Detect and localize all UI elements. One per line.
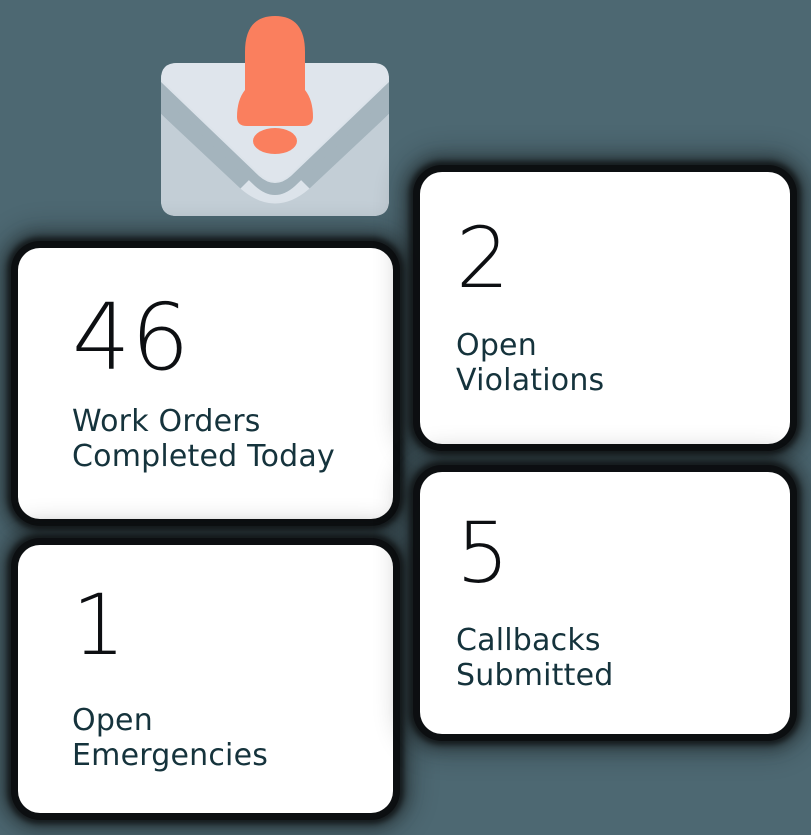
stat-label-line-1: Work Orders (72, 403, 261, 439)
stat-label-line-1: Open (72, 703, 153, 739)
stat-value-open-violations: 2 (456, 209, 510, 308)
stat-card-content: 46 Work Orders Completed Today (18, 248, 393, 519)
bell-clapper (253, 128, 297, 154)
envelope-with-bell-icon (159, 8, 391, 216)
envelope-fold (161, 114, 389, 216)
stat-card-open-violations[interactable]: 2 Open Violations (420, 172, 790, 444)
stat-label-line-2: Violations (456, 363, 605, 399)
stat-value-open-emergencies: 1 (72, 576, 126, 675)
stat-label-line-2: Submitted (456, 658, 614, 694)
stat-label-open-violations: Open Violations (456, 329, 790, 399)
stat-label-callbacks-submitted: Callbacks Submitted (456, 624, 790, 694)
stat-card-callbacks-submitted[interactable]: 5 Callbacks Submitted (420, 472, 790, 734)
stat-value-work-orders: 46 (72, 283, 191, 391)
bell-body (237, 16, 313, 126)
stat-label-line-2: Emergencies (72, 738, 269, 774)
stat-card-content: 2 Open Violations (420, 172, 790, 444)
stat-card-content: 5 Callbacks Submitted (420, 472, 790, 734)
stat-label-line-1: Open (456, 328, 537, 364)
stat-label-open-emergencies: Open Emergencies (72, 704, 393, 774)
stat-card-open-emergencies[interactable]: 1 Open Emergencies (18, 545, 393, 813)
stat-value-callbacks-submitted: 5 (456, 504, 510, 603)
stat-label-line-1: Callbacks (456, 623, 601, 659)
stat-card-work-orders[interactable]: 46 Work Orders Completed Today (18, 248, 393, 519)
stat-label-line-2: Completed Today (72, 438, 335, 474)
stat-label-work-orders: Work Orders Completed Today (72, 403, 393, 475)
envelope-flap-edge (161, 82, 389, 195)
stat-card-content: 1 Open Emergencies (18, 545, 393, 813)
